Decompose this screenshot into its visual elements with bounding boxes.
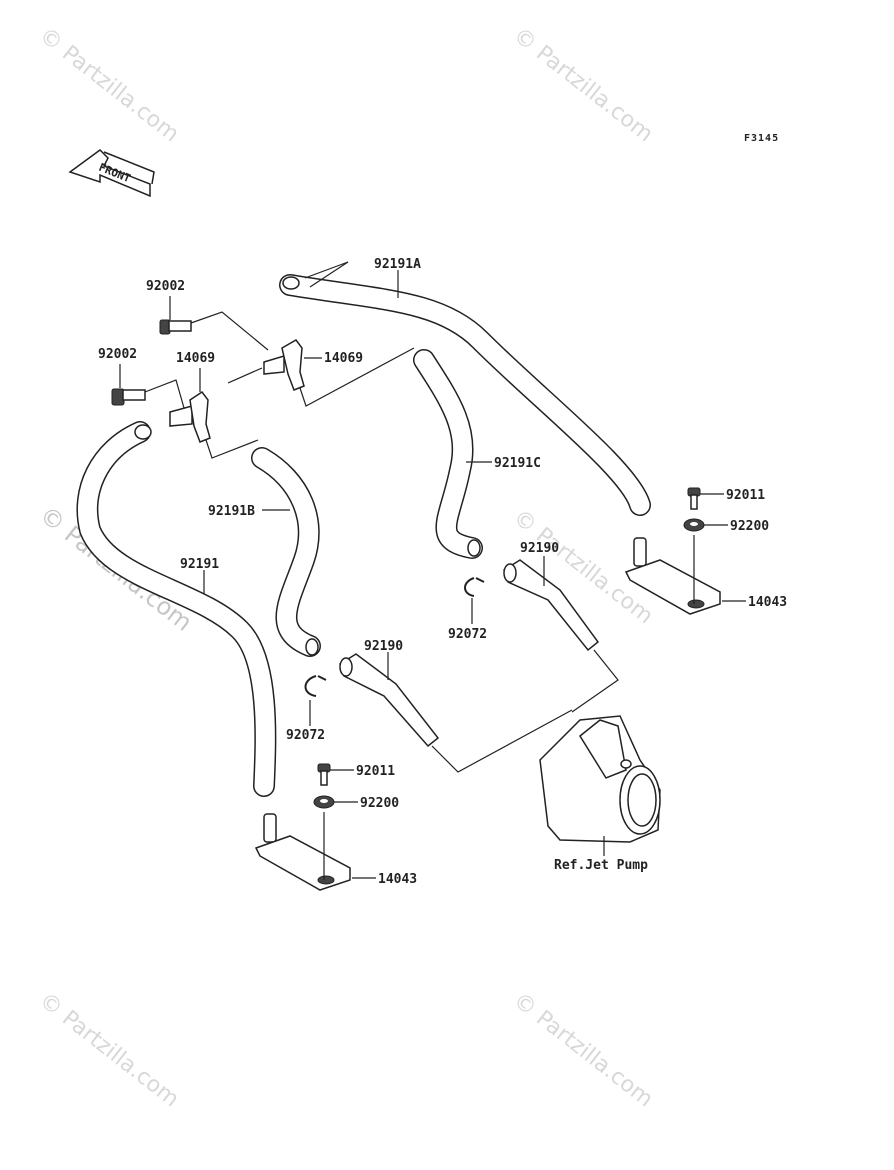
label-14043-right: 14043	[748, 595, 787, 610]
label-92190-right: 92190	[520, 541, 559, 556]
watermark-bottom-right: © Partzilla.com	[508, 988, 657, 1112]
clamp-92072-left: 92072	[286, 675, 327, 743]
hose-92191A: 92191A	[279, 257, 651, 516]
watermark-bottom-left: © Partzilla.com	[34, 988, 183, 1112]
bolt-92011-left: 92011	[317, 763, 395, 786]
hose-92191: 92191	[76, 421, 277, 797]
label-92191C: 92191C	[494, 456, 541, 471]
cover-14043-left: 14043	[254, 812, 417, 891]
label-92072-right: 92072	[448, 627, 487, 642]
washer-92200-left: 92200	[313, 795, 399, 811]
label-92011-left: 92011	[356, 764, 395, 779]
label-92072-left: 92072	[286, 728, 325, 743]
label-92200-right: 92200	[730, 519, 769, 534]
label-14069-right: 14069	[324, 351, 363, 366]
label-14043-left: 14043	[378, 872, 417, 887]
bolt-92011-right: 92011	[687, 487, 765, 510]
hose-92191C: 92191C	[413, 349, 541, 559]
watermark-top-right: © Partzilla.com	[508, 23, 657, 147]
label-14069-left: 14069	[176, 351, 215, 366]
label-92191: 92191	[180, 557, 219, 572]
figure-code: F3145	[744, 133, 779, 144]
label-92011-right: 92011	[726, 488, 765, 503]
label-92002-left: 92002	[98, 347, 137, 362]
washer-92200-right: 92200	[683, 518, 769, 534]
label-92191A: 92191A	[374, 257, 421, 272]
fitting-14069-left: 14069	[169, 351, 259, 459]
label-92002-top: 92002	[146, 279, 185, 294]
watermark-top-left: © Partzilla.com	[34, 23, 183, 147]
jet-pump: Ref.Jet Pump	[539, 715, 661, 873]
bolt-92002-left: 92002	[98, 347, 185, 409]
cover-14043-right: 14043	[624, 535, 787, 615]
label-ref-jet-pump: Ref.Jet Pump	[554, 858, 648, 873]
clamp-92072-right: 92072	[448, 577, 487, 642]
label-92191B: 92191B	[208, 504, 255, 519]
fitting-14069-right: 14069	[227, 339, 415, 407]
pipe-92190-right: 92190	[503, 541, 619, 713]
bolt-92002-top: 92002	[146, 279, 269, 351]
hose-92191B: 92191B	[208, 447, 321, 657]
front-arrow-icon: FRONT	[68, 149, 155, 198]
label-92200-left: 92200	[360, 796, 399, 811]
pipe-92190-center: 92190	[339, 639, 573, 773]
label-92190-center: 92190	[364, 639, 403, 654]
